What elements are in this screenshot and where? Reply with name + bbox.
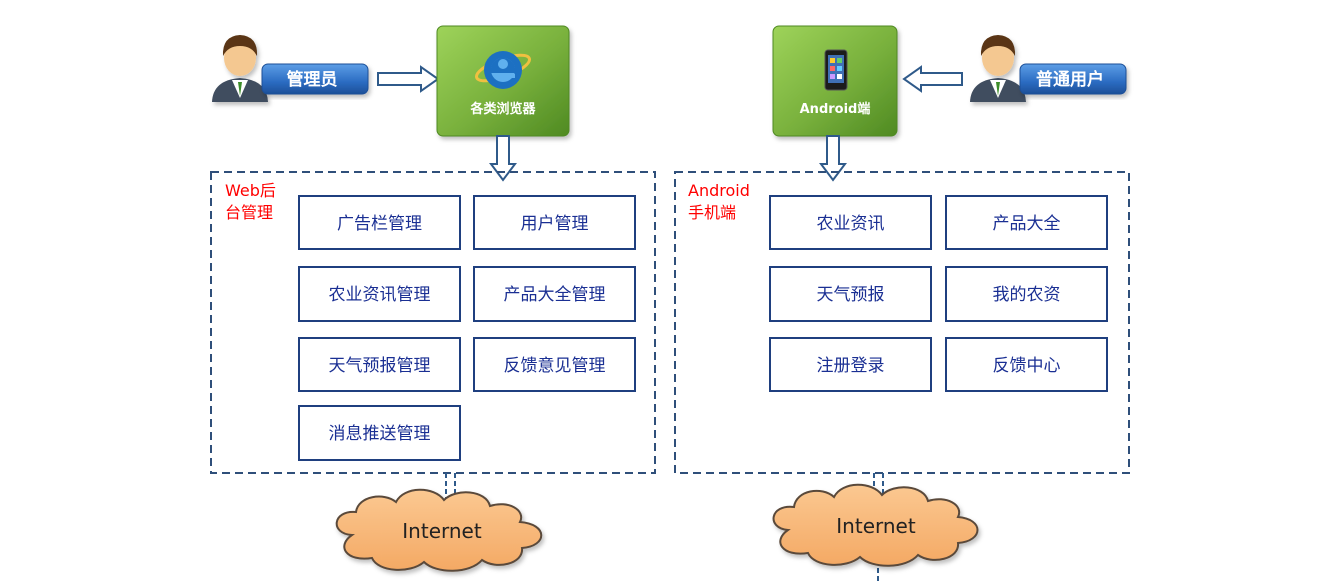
admin-module-push: 消息推送管理 <box>298 405 461 461</box>
cloud-icon <box>772 483 979 567</box>
web-admin-title-line1: Web后 <box>225 181 276 200</box>
admin-module-agri-news: 农业资讯管理 <box>298 266 461 322</box>
admin-module-label: 天气预报管理 <box>329 356 431 376</box>
app-module-my-supplies: 我的农资 <box>945 266 1108 322</box>
admin-label-badge: 管理员 <box>261 63 369 95</box>
user-to-android-arrow <box>902 65 963 93</box>
app-module-label: 我的农资 <box>993 285 1061 305</box>
smartphone-icon <box>824 49 848 91</box>
app-module-label: 注册登录 <box>817 356 885 376</box>
web-admin-title-line2: 台管理 <box>225 203 273 222</box>
admin-actor: 管理员 <box>212 35 369 102</box>
admin-module-label: 广告栏管理 <box>337 214 422 234</box>
admin-person-icon <box>212 35 268 102</box>
admin-module-label: 用户管理 <box>521 214 589 234</box>
android-title-line2: 手机端 <box>688 203 736 222</box>
user-actor: 普通用户 <box>970 35 1127 102</box>
cloud-icon <box>335 488 543 572</box>
admin-module-products: 产品大全管理 <box>473 266 636 322</box>
app-module-register-login: 注册登录 <box>769 337 932 392</box>
admin-module-ad-banner: 广告栏管理 <box>298 195 461 250</box>
left-internet-label: Internet <box>402 519 482 543</box>
app-module-label: 天气预报 <box>817 285 885 305</box>
android-app-panel: Android 手机端 农业资讯 产品大全 天气预报 我的农资 注册登录 反馈中… <box>674 171 1130 474</box>
app-module-weather: 天气预报 <box>769 266 932 322</box>
user-person-icon <box>970 35 1026 102</box>
admin-module-label: 产品大全管理 <box>504 285 606 305</box>
android-client-tile: Android端 <box>772 25 898 137</box>
app-module-label: 反馈中心 <box>993 356 1061 376</box>
admin-label: 管理员 <box>287 69 338 90</box>
admin-to-browser-arrow <box>377 65 440 93</box>
left-internet-cloud: Internet <box>335 488 543 572</box>
app-module-label: 农业资讯 <box>817 214 885 234</box>
internet-explorer-icon <box>475 51 531 89</box>
admin-module-label: 消息推送管理 <box>329 424 431 444</box>
browser-to-panel-arrow <box>489 135 517 182</box>
android-client-label: Android端 <box>800 101 871 117</box>
admin-module-label: 反馈意见管理 <box>504 356 606 376</box>
admin-module-label: 农业资讯管理 <box>329 285 431 305</box>
app-module-products: 产品大全 <box>945 195 1108 250</box>
android-title-line1: Android <box>688 181 750 200</box>
right-network-connector <box>873 473 884 584</box>
user-label-badge: 普通用户 <box>1019 63 1127 95</box>
app-module-agri-news: 农业资讯 <box>769 195 932 250</box>
app-module-feedback-center: 反馈中心 <box>945 337 1108 392</box>
user-label: 普通用户 <box>1036 69 1104 90</box>
right-internet-cloud: Internet <box>772 483 979 567</box>
browser-client-tile: 各类浏览器 <box>436 25 570 137</box>
browser-client-label: 各类浏览器 <box>469 101 536 117</box>
app-module-label: 产品大全 <box>993 214 1061 234</box>
admin-module-feedback: 反馈意见管理 <box>473 337 636 392</box>
right-internet-label: Internet <box>836 514 916 538</box>
admin-module-weather: 天气预报管理 <box>298 337 461 392</box>
web-admin-panel: Web后 台管理 广告栏管理 用户管理 农业资讯管理 产品大全管理 天气预报管理… <box>210 171 656 474</box>
android-to-panel-arrow <box>819 135 847 182</box>
admin-module-user: 用户管理 <box>473 195 636 250</box>
